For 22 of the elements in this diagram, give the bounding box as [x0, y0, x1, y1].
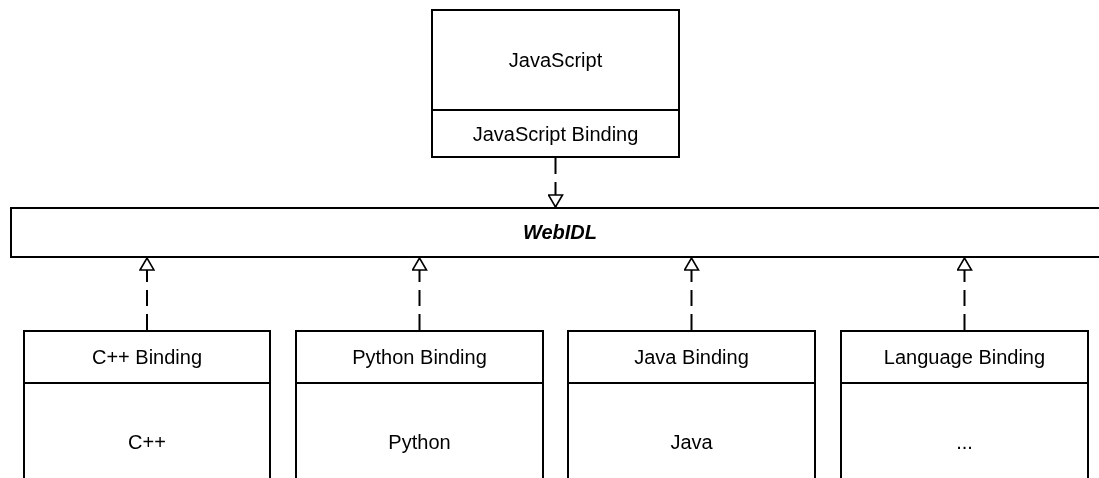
arrow — [547, 157, 564, 208]
interface-box — [10, 207, 1099, 258]
class-box — [295, 330, 544, 478]
class-box — [431, 9, 680, 158]
class-box — [840, 330, 1089, 478]
binding-label: Python Binding — [352, 345, 487, 369]
language-label: Python — [388, 430, 451, 454]
language-label: JavaScript — [508, 48, 603, 72]
binding-label: JavaScript Binding — [472, 123, 639, 146]
binding-label: C++ Binding — [91, 345, 203, 369]
arrow — [683, 257, 700, 331]
arrow — [139, 257, 155, 331]
language-label: Java — [670, 430, 713, 454]
arrow — [956, 257, 973, 331]
interface-label: WebIDL — [522, 221, 598, 244]
class-box — [567, 330, 816, 478]
language-label: ... — [956, 430, 973, 454]
binding-label: Java Binding — [634, 345, 749, 369]
class-box — [23, 330, 271, 478]
binding-label: Language Binding — [883, 345, 1046, 369]
arrow — [411, 257, 428, 331]
language-label: C++ — [128, 430, 166, 454]
